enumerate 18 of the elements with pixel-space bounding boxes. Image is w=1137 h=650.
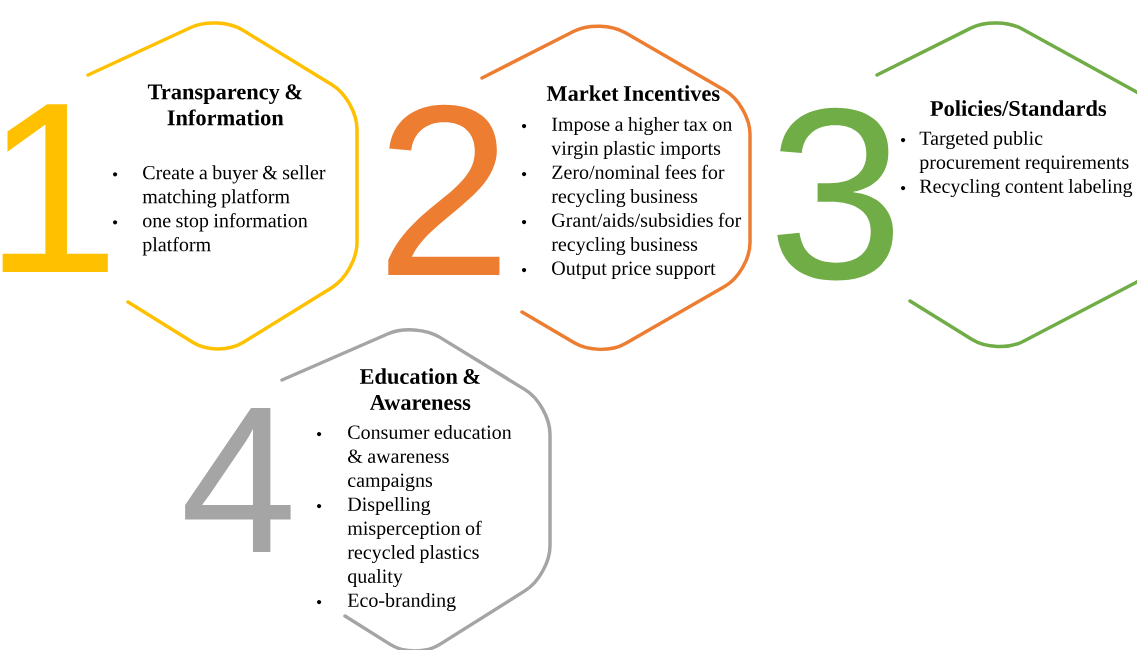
card-heading: Policies/Standards	[930, 100, 1107, 116]
card-heading: Market Incentives	[546, 85, 720, 101]
bullet-item: Grant/aids/subsidies for recycling business	[521, 212, 742, 256]
bullet-item: Dispelling misperception of recycled plastics quality	[316, 496, 482, 588]
bullet-item: Eco-branding	[316, 592, 456, 612]
bullet-item: one stop information platform	[112, 213, 308, 256]
bullet-item: Targeted public procurement requirements	[900, 130, 1129, 174]
card-heading: Transparency & Information	[147, 84, 302, 126]
step-number: 2	[388, 104, 500, 275]
step-number: 3	[777, 107, 893, 281]
bullet-item: Output price support	[521, 261, 716, 280]
bullet-item: Impose a higher tax on virgin plastic imports	[521, 116, 733, 160]
bullet-item: Recycling content labeling	[900, 178, 1133, 198]
bullet-item: Consumer education & awareness campaigns	[316, 424, 512, 492]
bullet-item: Zero/nominal fees for recycling business	[521, 164, 725, 208]
card-heading: Education & Awareness	[359, 368, 480, 410]
step-number: 1	[2, 104, 108, 272]
step-number: 4	[185, 408, 291, 552]
